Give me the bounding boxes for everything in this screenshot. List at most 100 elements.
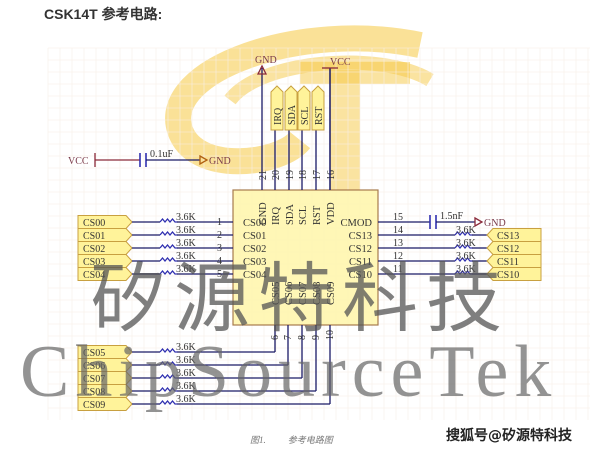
resistor-value: 3.6K bbox=[456, 264, 477, 275]
net-label-flag bbox=[77, 345, 133, 359]
net-label-text: RST bbox=[314, 107, 325, 125]
figure-caption: 图1.参考电路图 bbox=[250, 433, 355, 446]
net-label-flag bbox=[77, 371, 133, 385]
net-label-flag bbox=[486, 254, 542, 268]
pin-name: GND bbox=[258, 202, 269, 225]
pin-name: CS06 bbox=[284, 282, 295, 305]
net-label-flag bbox=[270, 85, 284, 131]
pin-name: CS07 bbox=[298, 282, 309, 305]
resistor-value: 3.6K bbox=[176, 212, 197, 223]
net-label-text: CS12 bbox=[497, 244, 519, 255]
pin-name: CS08 bbox=[312, 282, 323, 305]
net-label-flag bbox=[486, 241, 542, 255]
net-label-text: CS01 bbox=[83, 231, 105, 242]
net-label-text: CS09 bbox=[83, 400, 105, 411]
pin-number: 5 bbox=[217, 269, 222, 280]
net-label-text: CS07 bbox=[83, 374, 105, 385]
net-label-flag bbox=[486, 228, 542, 242]
pin-number: 14 bbox=[393, 225, 403, 236]
resistor-value: 3.6K bbox=[176, 264, 197, 275]
resistor-value: 3.6K bbox=[176, 394, 197, 405]
resistor-value: 3.6K bbox=[456, 238, 477, 249]
resistor bbox=[159, 386, 178, 393]
resistor bbox=[159, 347, 178, 354]
net-label-flag bbox=[77, 267, 133, 281]
pin-number: 19 bbox=[285, 170, 296, 180]
gnd-arrow-icon bbox=[199, 154, 209, 166]
net-label-flag bbox=[486, 267, 542, 281]
pin-number: 20 bbox=[271, 170, 282, 180]
resistor-value: 3.6K bbox=[176, 225, 197, 236]
net-label-flag bbox=[77, 228, 133, 242]
net-label-flag bbox=[77, 254, 133, 268]
net-label-flag bbox=[284, 85, 298, 131]
resistor bbox=[454, 256, 473, 263]
pin-number: 12 bbox=[393, 251, 403, 262]
page-heading: CSK14T 参考电路: bbox=[44, 6, 163, 22]
resistor-value: 3.6K bbox=[176, 355, 197, 366]
pin-name: VDD bbox=[326, 202, 337, 225]
pin-name: CS13 bbox=[349, 231, 372, 242]
resistor-value: 3.6K bbox=[176, 251, 197, 262]
logo-t-bar bbox=[300, 62, 410, 84]
resistor bbox=[159, 399, 178, 406]
resistor-value: 3.6K bbox=[176, 238, 197, 249]
net-label-text: SDA bbox=[287, 104, 298, 125]
gnd-label: GND bbox=[209, 156, 231, 167]
pin-name: CS05 bbox=[271, 282, 282, 305]
pin-number: 15 bbox=[393, 212, 403, 223]
logo-swirl bbox=[165, 25, 423, 175]
vcc-label: VCC bbox=[330, 57, 351, 68]
gnd-label: GND bbox=[255, 55, 277, 66]
figure-title: 参考电路图 bbox=[287, 435, 333, 445]
net-label-flag bbox=[297, 85, 311, 131]
net-label-text: CS13 bbox=[497, 231, 519, 242]
pin-number: 2 bbox=[217, 230, 222, 241]
resistor bbox=[159, 373, 178, 380]
pin-name: CS01 bbox=[243, 231, 266, 242]
net-label-text: CS00 bbox=[83, 218, 105, 229]
net-label-text: IRQ bbox=[273, 107, 284, 125]
net-label-text: CS03 bbox=[83, 257, 105, 268]
pin-name: CS11 bbox=[349, 257, 372, 268]
gnd-arrow-icon bbox=[474, 216, 484, 228]
pin-name: SCL bbox=[298, 206, 309, 225]
pin-number: 13 bbox=[393, 238, 403, 249]
resistor bbox=[454, 243, 473, 250]
pin-name: CS04 bbox=[243, 270, 267, 281]
resistor bbox=[159, 360, 178, 367]
net-label-text: CS06 bbox=[83, 361, 105, 372]
gnd-arrow-icon bbox=[256, 64, 268, 75]
pin-name: CS02 bbox=[243, 244, 266, 255]
pin-name: RST bbox=[312, 205, 323, 225]
pin-name: CS10 bbox=[349, 270, 372, 281]
resistor-value: 3.6K bbox=[176, 368, 197, 379]
gnd-label: GND bbox=[484, 218, 506, 229]
resistor bbox=[159, 269, 178, 276]
watermark-chinese: 矽源特科技 bbox=[90, 254, 510, 343]
resistor bbox=[159, 243, 178, 250]
pin-name: IRQ bbox=[271, 207, 282, 226]
pin-number: 7 bbox=[283, 335, 294, 340]
pin-number: 9 bbox=[311, 335, 322, 340]
pin-number: 21 bbox=[258, 170, 269, 180]
pin-number: 1 bbox=[217, 217, 222, 228]
pin-name: CS00 bbox=[243, 218, 266, 229]
net-label-flag bbox=[77, 215, 133, 229]
net-label-text: CS08 bbox=[83, 387, 105, 398]
pin-number: 11 bbox=[393, 264, 403, 275]
watermark-english: ChipSourceTek bbox=[20, 331, 557, 413]
net-label-flag bbox=[77, 358, 133, 372]
resistor-value: 3.6K bbox=[456, 225, 477, 236]
capacitor-value: 1.5nF bbox=[440, 211, 464, 222]
net-label-text: CS05 bbox=[83, 348, 105, 359]
resistor bbox=[159, 230, 178, 237]
resistor bbox=[454, 269, 473, 276]
net-label-flag bbox=[77, 397, 133, 411]
resistor-value: 3.6K bbox=[176, 381, 197, 392]
pin-name: CS03 bbox=[243, 257, 266, 268]
pin-number: 16 bbox=[326, 170, 337, 180]
net-label-flag bbox=[311, 85, 325, 131]
pin-name: CS12 bbox=[349, 244, 372, 255]
